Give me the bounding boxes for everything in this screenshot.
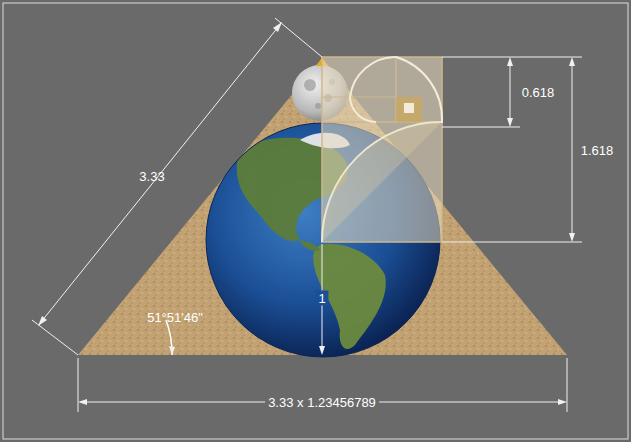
angle-label: 51°51'46": [144, 310, 206, 325]
dimension-label: 3.33 x 1.23456789: [265, 395, 379, 410]
dimension-label: 3.33: [136, 169, 167, 184]
pyramid: [78, 58, 567, 355]
dimension-label: 0.618: [519, 85, 558, 100]
dimension-lines: [32, 18, 582, 412]
dimension-label: 1: [315, 291, 328, 306]
dimension-label: 1.618: [578, 143, 617, 158]
golden-spiral: [322, 57, 442, 242]
